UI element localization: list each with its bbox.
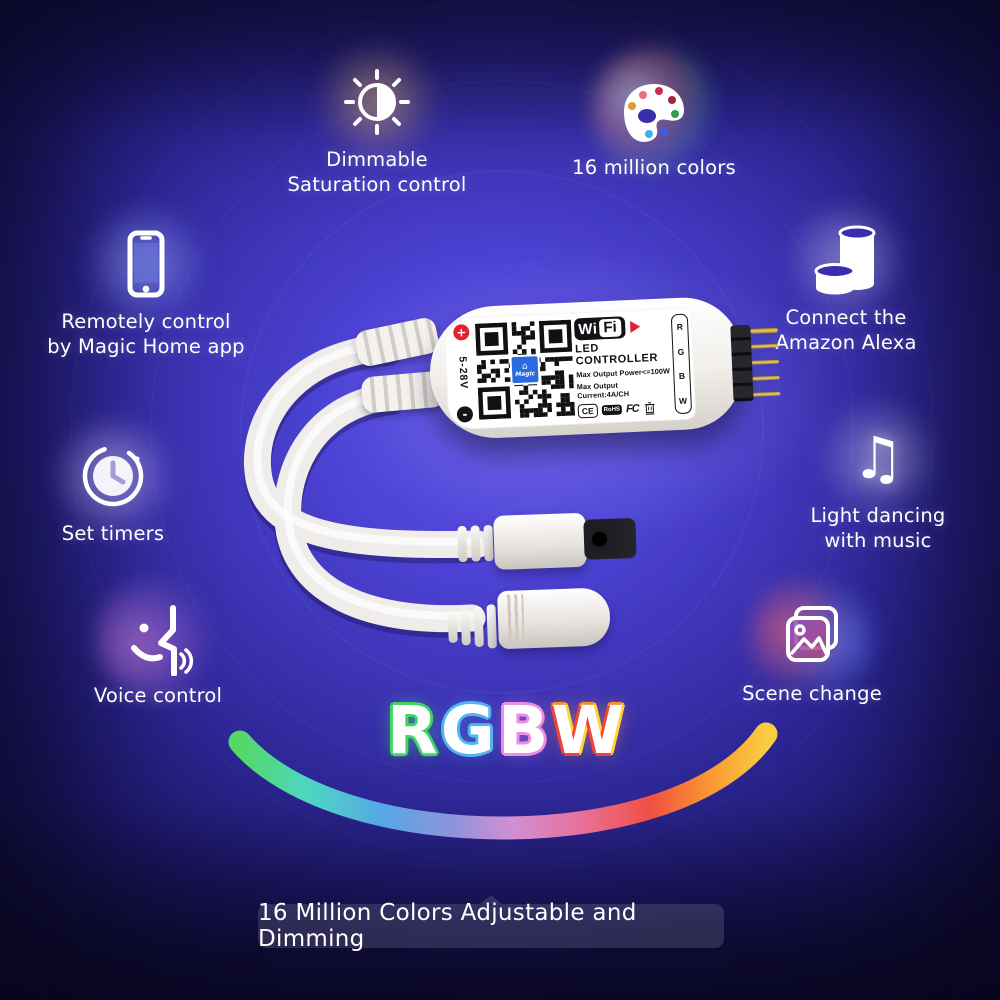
- rgbw-heading: R G B W: [387, 698, 627, 764]
- feature-music: ♫ Light dancing with music: [718, 420, 1000, 552]
- feature-16-million-colors: 16 million colors: [494, 72, 814, 179]
- qr-code: ⌂ Magic: [474, 318, 576, 422]
- minus-terminal-mark: -: [456, 405, 474, 423]
- weee-bin-icon: [644, 402, 655, 415]
- bottom-banner: 16 Million Colors Adjustable and Dimming: [258, 900, 724, 952]
- letter-w: W: [551, 692, 628, 769]
- smartphone-icon: [108, 226, 184, 302]
- rgbw-channel-label: R G B W: [670, 313, 693, 415]
- wifi-led-controller-device: + 5-28V - ⌂ Magic Wi Fi LE: [427, 295, 781, 441]
- palette-icon: [616, 72, 692, 148]
- magic-home-logo: ⌂ Magic: [509, 354, 541, 386]
- feature-set-timers: Set timers: [0, 438, 273, 545]
- certification-marks: CE RoHS FC: [577, 399, 673, 418]
- ce-mark: CE: [577, 403, 598, 418]
- connector-socket: [583, 517, 637, 560]
- brightness-contrast-icon: [339, 64, 415, 140]
- wifi-logo: Wi Fi: [573, 316, 626, 341]
- photo-stack-icon: [774, 598, 850, 674]
- music-note-icon: ♫: [840, 420, 916, 496]
- letter-r: R: [386, 692, 441, 769]
- feature-remote-control: Remotely control by Magic Home app: [0, 226, 306, 358]
- dc-jack-connector: [447, 587, 617, 651]
- banner-text: 16 Million Colors Adjustable and Dimming: [258, 900, 637, 952]
- device-label: + 5-28V - ⌂ Magic Wi Fi LE: [443, 307, 697, 431]
- letter-b: B: [497, 692, 552, 769]
- connector-pins: [750, 327, 781, 397]
- timer-clock-icon: [75, 438, 151, 514]
- fcc-mark: FC: [625, 402, 639, 415]
- spec-current: Max Output Current:4A/CH: [576, 380, 630, 401]
- spec-power: Max Output Power<=100W: [576, 366, 671, 380]
- voice-profile-icon: [120, 600, 196, 676]
- feature-dimmable: Dimmable Saturation control: [217, 64, 537, 196]
- red-arrow-icon: [629, 320, 641, 334]
- strip-connector-4pin: [457, 511, 641, 571]
- voltage-label: 5-28V: [456, 356, 470, 391]
- device-name: LED CONTROLLER: [574, 342, 659, 368]
- feature-scene-change: Scene change: [652, 598, 972, 705]
- rohs-mark: RoHS: [601, 403, 623, 415]
- letter-g: G: [440, 692, 498, 769]
- echo-speaker-icon: [808, 222, 884, 298]
- feature-voice-control: Voice control: [0, 600, 318, 707]
- plus-terminal-mark: +: [452, 324, 470, 341]
